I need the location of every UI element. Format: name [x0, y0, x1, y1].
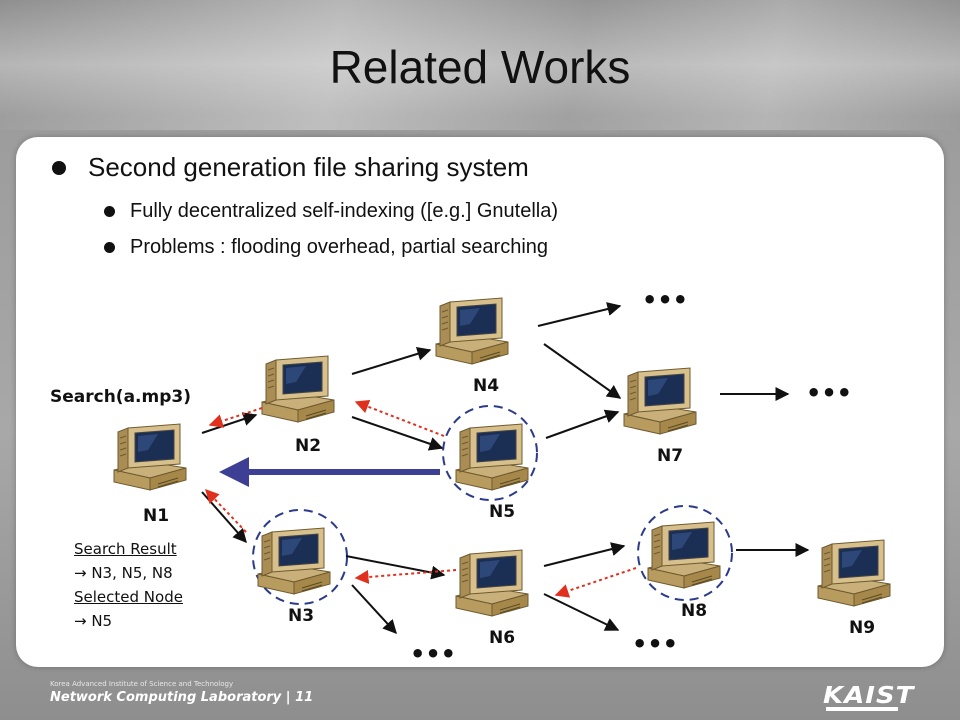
computer-icon [261, 355, 335, 423]
search-result-value: → N3, N5, N8 [74, 564, 173, 582]
node-label-n3: N3 [288, 606, 315, 626]
ellipsis: ••• [632, 630, 678, 658]
selected-node-circle [637, 505, 733, 601]
computer-icon [647, 521, 721, 589]
selected-node-heading: Selected Node [74, 588, 183, 606]
selected-node-circle [442, 405, 538, 501]
logo-underline [826, 707, 898, 711]
selected-node-value: → N5 [74, 612, 113, 630]
reply-arrows [205, 400, 637, 598]
kaist-logo: KAIST [823, 682, 915, 710]
bullet-dot-icon [104, 206, 115, 217]
node-label-n2: N2 [295, 436, 322, 456]
lab-name-page-number: Network Computing Laboratory | 11 [50, 690, 314, 705]
main-bullet-text: Second generation file sharing system [88, 152, 529, 182]
computer-icon [817, 539, 891, 607]
sub-bullet-text: Fully decentralized self-indexing ([e.g.… [130, 200, 558, 222]
node-label-n8: N8 [681, 601, 708, 621]
computer-icon [455, 423, 529, 491]
sub-bullet-text: Problems : flooding overhead, partial se… [130, 236, 549, 258]
search-query-label: Search(a.mp3) [50, 387, 191, 407]
computer-icon [113, 423, 187, 491]
node-label-n6: N6 [489, 628, 516, 648]
node-label-n7: N7 [657, 446, 684, 466]
node-label-n5: N5 [489, 502, 516, 522]
computer-icon [623, 367, 697, 435]
computer-icon [455, 549, 529, 617]
computer-icon [435, 297, 509, 365]
bullet-dot-icon [52, 161, 66, 175]
node-label-n1: N1 [143, 506, 170, 526]
institute-name: Korea Advanced Institute of Science and … [50, 680, 234, 688]
computer-icon [257, 527, 331, 595]
ellipsis: ••• [806, 379, 852, 407]
ellipsis: ••• [410, 640, 456, 668]
bullet-dot-icon [104, 242, 115, 253]
node-label-n4: N4 [473, 376, 500, 396]
ellipsis: ••• [642, 286, 688, 314]
node-label-n9: N9 [849, 618, 876, 638]
search-result-heading: Search Result [74, 540, 177, 558]
slide-title: Related Works [329, 41, 631, 93]
search-result-box: Search Result → N3, N5, N8 Selected Node… [74, 537, 183, 633]
